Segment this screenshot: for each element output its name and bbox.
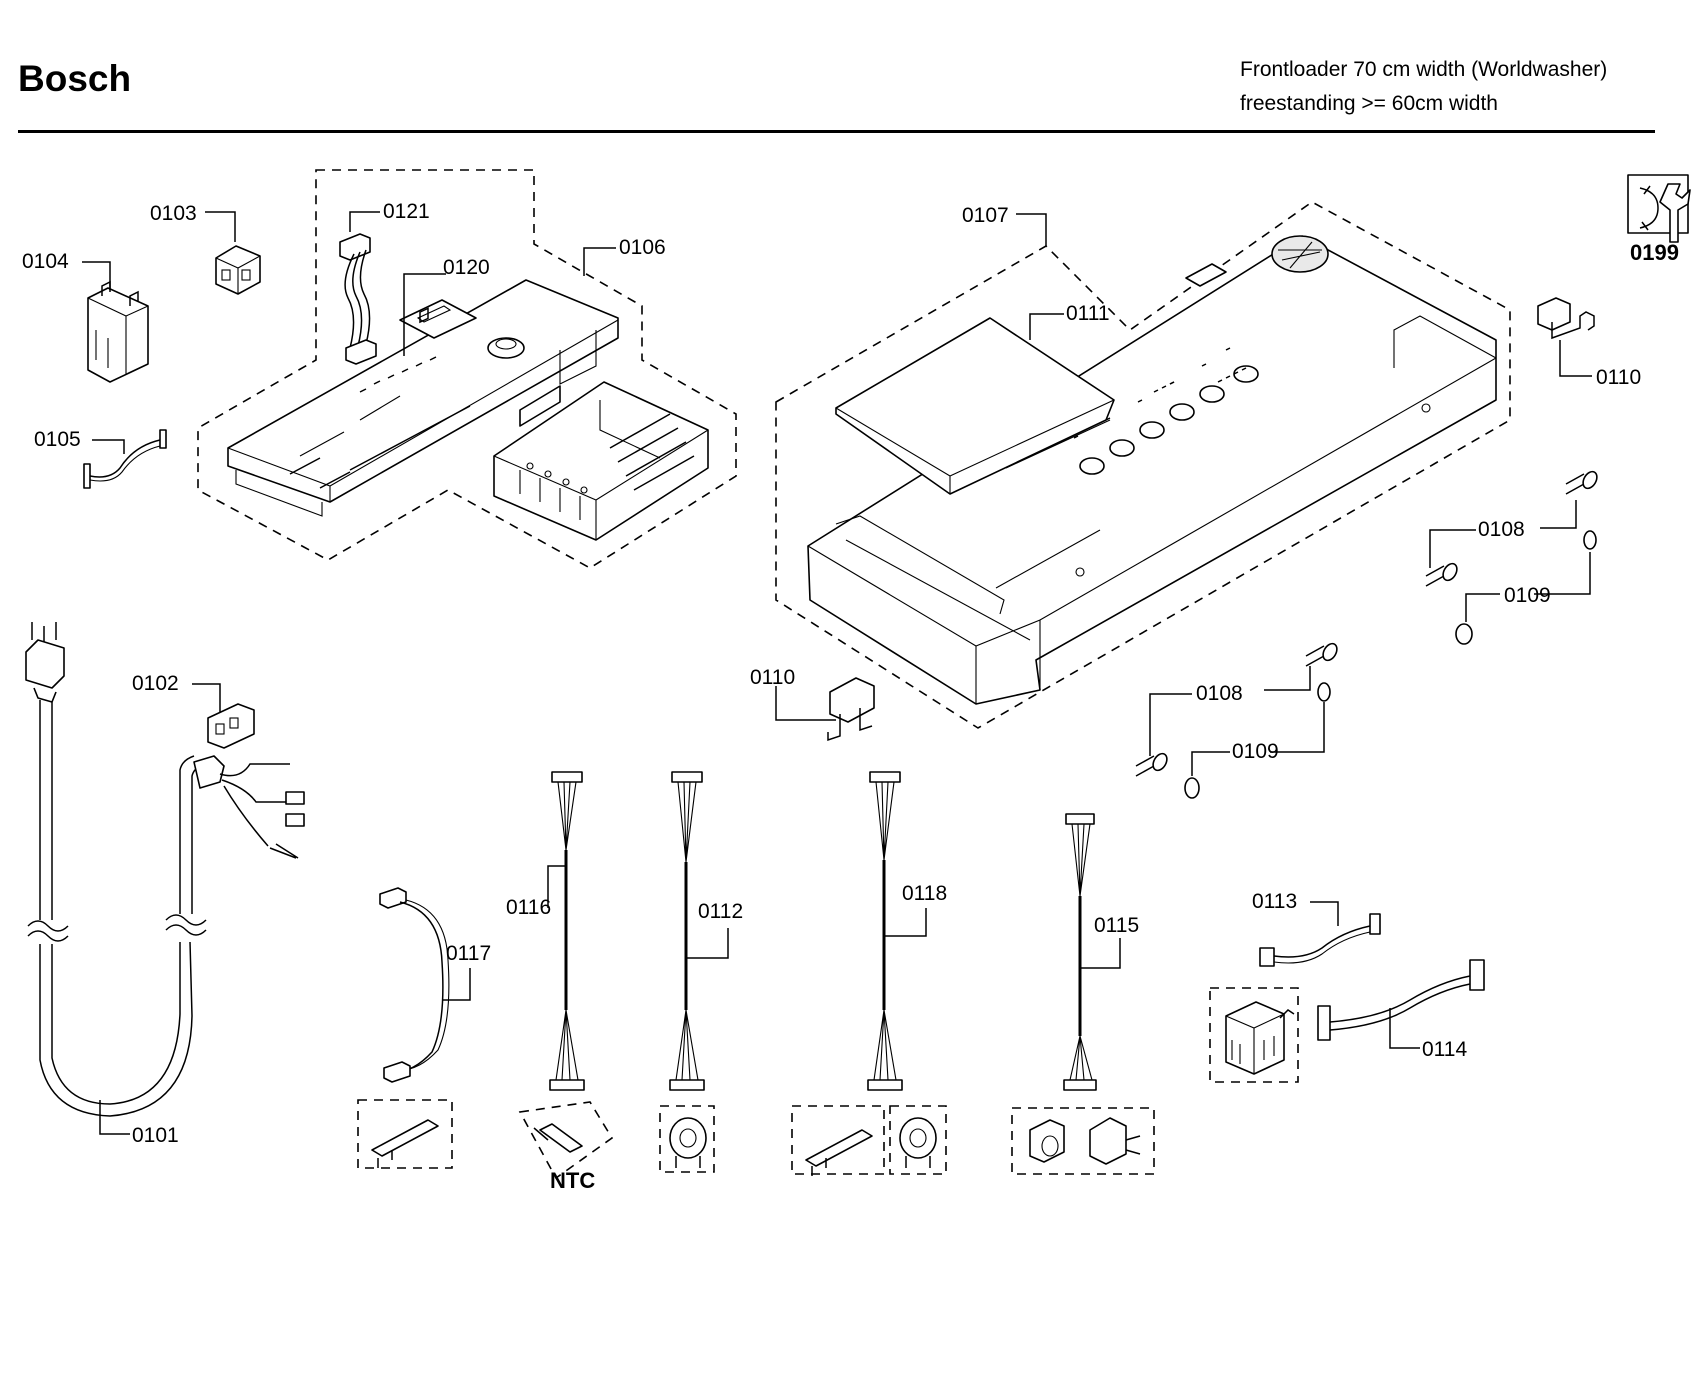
label-0111: 0111 [1066, 302, 1110, 325]
part-0116-wire-harness [518, 771, 614, 1180]
label-0110-center: 0110 [750, 666, 795, 689]
label-0117: 0117 [446, 942, 491, 965]
label-0114: 0114 [1422, 1038, 1467, 1061]
part-0117-wire-harness [357, 887, 471, 1169]
part-0109-caps-center [1184, 682, 1331, 799]
label-0109-right: 0109 [1504, 584, 1551, 607]
label-0104: 0104 [22, 250, 69, 273]
brand-title: Bosch [18, 58, 132, 99]
label-0101: 0101 [132, 1124, 179, 1147]
part-0104-interference-suppressor [82, 261, 149, 383]
label-0115: 0115 [1094, 914, 1139, 937]
part-0107-control-panel [807, 235, 1497, 705]
part-0103-connector-block [205, 211, 261, 295]
part-0106-electronic-module [227, 279, 619, 517]
label-0118: 0118 [902, 882, 947, 905]
part-0108-screws-right [1425, 470, 1598, 587]
label-0113: 0113 [1252, 890, 1297, 913]
label-0106: 0106 [619, 236, 666, 259]
part-0113-wire-harness [1259, 901, 1381, 967]
part-0111-cover-flap [835, 313, 1115, 495]
part-0109-caps-right [1455, 530, 1597, 645]
label-0107: 0107 [962, 204, 1009, 227]
part-0114-wire-harness [1209, 959, 1485, 1083]
part-0105-wire-harness [83, 429, 167, 489]
part-0106-module-housing [493, 381, 709, 541]
label-0112: 0112 [698, 900, 743, 923]
label-0199: 0199 [1630, 240, 1679, 265]
label-0120: 0120 [443, 256, 490, 279]
label-0121: 0121 [383, 200, 430, 223]
label-0116: 0116 [506, 896, 551, 919]
part-0118-wire-harness [791, 771, 947, 1176]
label-0105: 0105 [34, 428, 81, 451]
ntc-sensor-label: NTC [550, 1168, 595, 1193]
part-0121-wire-harness [339, 211, 380, 365]
label-0103: 0103 [150, 202, 197, 225]
part-0101-power-cord [25, 622, 305, 1135]
header-divider [18, 130, 1655, 133]
group-outline-0107 [775, 201, 1511, 729]
label-0109-center: 0109 [1232, 740, 1279, 763]
wrench-icon [1627, 174, 1691, 243]
part-0120-display-board [399, 273, 477, 356]
part-0102-filter-board [192, 683, 255, 749]
part-0110-holder-center [775, 677, 875, 742]
label-0102: 0102 [132, 672, 179, 695]
part-0110-holder-right [1537, 297, 1595, 377]
part-0108-screws-center [1135, 642, 1338, 777]
part-0115-wire-harness [1011, 813, 1155, 1175]
label-0108-center: 0108 [1196, 682, 1243, 705]
group-outline-0106 [197, 169, 737, 569]
label-0110-right: 0110 [1596, 366, 1641, 389]
model-title-line-1: Frontloader 70 cm width (Worldwasher) [1240, 58, 1608, 81]
model-title-line-2: freestanding >= 60cm width [1240, 92, 1498, 115]
label-0108-right: 0108 [1478, 518, 1525, 541]
part-0112-wire-harness [659, 771, 729, 1173]
